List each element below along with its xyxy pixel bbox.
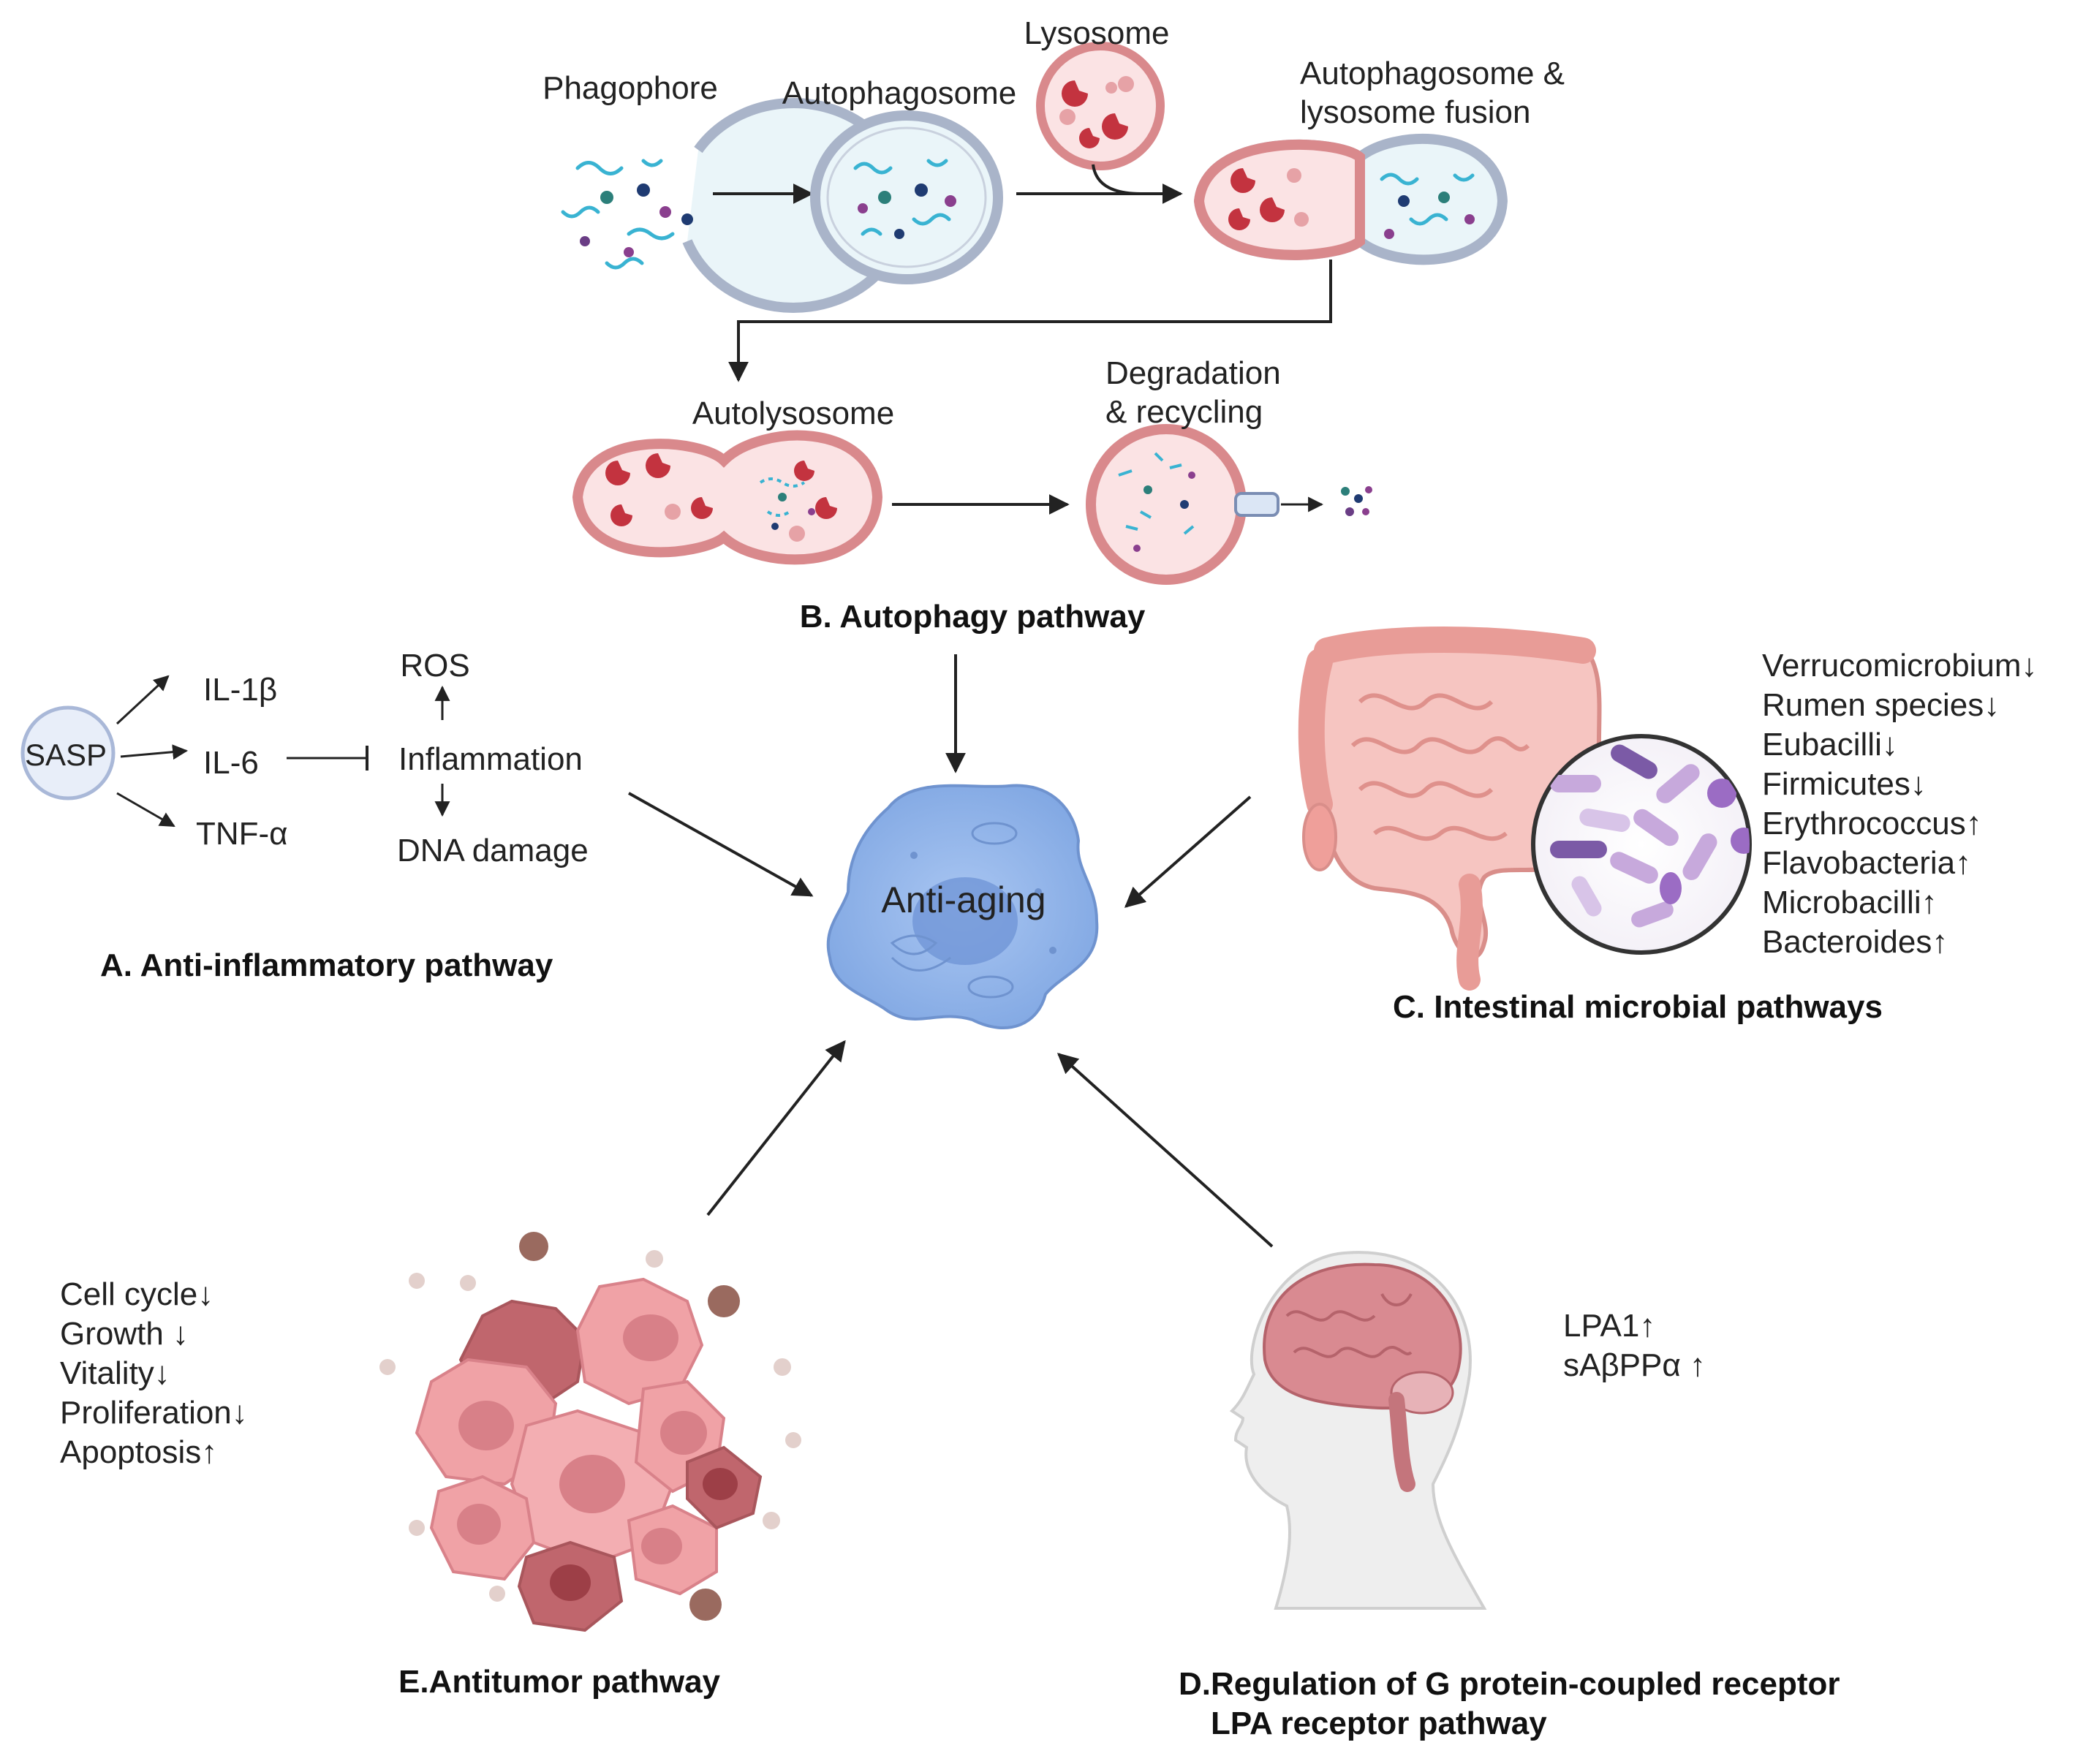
antitumor-item: Apoptosis↑	[60, 1434, 217, 1470]
antitumor-title: E.Antitumor pathway	[398, 1664, 721, 1700]
antitumor-item: Proliferation↓	[60, 1395, 248, 1431]
arrow-sasp-il6	[120, 744, 189, 760]
autophagy-title: B. Autophagy pathway	[800, 599, 1146, 635]
microbe-item: Verrucomicrobium↓	[1762, 648, 2038, 684]
head-brain-icon	[1229, 1251, 1487, 1610]
anti-inflammatory-title: A. Anti-inflammatory pathway	[100, 947, 553, 983]
fusion-label-line2: lysosome fusion	[1300, 94, 1530, 130]
microbe-item: Firmicutes↓	[1762, 766, 1927, 802]
microbe-item: Eubacilli↓	[1762, 727, 1898, 762]
degradation-label-line2: & recycling	[1105, 394, 1263, 430]
antitumor-item: Growth ↓	[60, 1316, 189, 1352]
gpcr-item: sAβPPα ↑	[1563, 1347, 1706, 1383]
autolysosome-shape	[572, 430, 883, 565]
autophagosome-shape	[810, 110, 1003, 284]
antitumor-item: Vitality↓	[60, 1355, 170, 1391]
gpcr-item: LPA1↑	[1563, 1308, 1655, 1344]
antitumor-item: Cell cycle↓	[60, 1276, 213, 1312]
inflammation-label: Inflammation	[398, 741, 583, 777]
arrow-gpcr-to-cell	[1056, 1053, 1274, 1248]
degradation-shape	[1086, 424, 1279, 585]
arrow-antitumor-to-cell	[706, 1040, 846, 1216]
recycled-particles	[1341, 486, 1372, 516]
arrow-inflammatory-to-cell	[628, 792, 814, 897]
tumor-cluster	[379, 1232, 801, 1632]
ros-label: ROS	[400, 648, 469, 684]
microbe-item: Rumen species↓	[1762, 687, 2000, 723]
il6-label: IL-6	[203, 745, 259, 781]
arrow-sasp-il1b	[116, 675, 170, 725]
arrow-fusion-to-autolysosome	[728, 260, 1332, 382]
fusion-label-line1: Autophagosome &	[1300, 56, 1565, 91]
autolysosome-label: Autolysosome	[692, 395, 894, 431]
tnfa-label: TNF-α	[196, 816, 288, 852]
il1b-label: IL-1β	[203, 672, 277, 708]
degradation-label-line1: Degradation	[1105, 355, 1281, 391]
lysosome-label: Lysosome	[1024, 15, 1170, 51]
microbe-item: Bacteroides↑	[1762, 924, 1948, 960]
microbial-title: C. Intestinal microbial pathways	[1393, 989, 1883, 1025]
anti-aging-label: Anti-aging	[881, 879, 1046, 920]
autophagosome-label: Autophagosome	[782, 75, 1016, 111]
arrow-microbial-to-cell	[1124, 795, 1252, 908]
antitumor-list: Cell cycle↓ Growth ↓ Vitality↓ Prolifera…	[60, 1276, 248, 1470]
arrow-lysosome-merge	[1092, 164, 1141, 195]
sasp-label: SASP	[25, 738, 107, 772]
microbe-item: Erythrococcus↑	[1762, 806, 1982, 841]
microbe-item: Microbacilli↑	[1762, 885, 1938, 920]
sasp-circle	[20, 705, 116, 800]
microbe-item: Flavobacteria↑	[1762, 845, 1971, 881]
lysosome-shape	[1036, 42, 1165, 170]
fusion-shape	[1193, 134, 1508, 265]
anti-aging-cell	[826, 784, 1099, 1029]
gpcr-title-line1: D.Regulation of G protein-coupled recept…	[1179, 1666, 1840, 1702]
intestine-icon	[1298, 627, 1604, 991]
dna-damage-label: DNA damage	[397, 833, 589, 868]
microbial-list: Verrucomicrobium↓ Rumen species↓ Eubacil…	[1762, 648, 2038, 960]
arrow-sasp-tnfa	[116, 792, 175, 828]
bacteria-magnifier	[1531, 734, 1752, 955]
gpcr-title-line2: LPA receptor pathway	[1211, 1706, 1547, 1741]
phagophore-label: Phagophore	[543, 70, 718, 106]
